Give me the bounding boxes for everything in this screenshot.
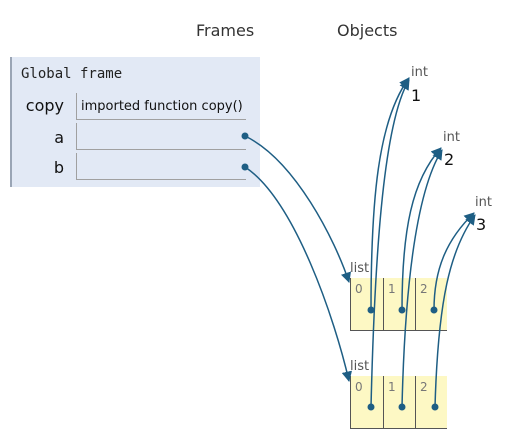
var-value-b <box>76 153 246 180</box>
arrow-a-to-list1 <box>244 135 351 283</box>
var-name-a: a <box>54 128 64 147</box>
pointer-dot <box>367 306 375 314</box>
pointer-dot <box>241 163 249 171</box>
frames-header: Frames <box>196 21 255 40</box>
list-cell: 2 <box>415 278 447 330</box>
list-index: 0 <box>355 380 363 394</box>
arrow-b-to-list2 <box>244 166 353 383</box>
var-value-a <box>76 123 246 150</box>
list-cell: 2 <box>415 376 447 428</box>
list-index: 0 <box>355 282 363 296</box>
arrow-list2-2-to-int3 <box>434 214 476 408</box>
pointer-dot <box>430 306 438 314</box>
list-index: 2 <box>420 282 428 296</box>
list-object-1: 0 1 2 <box>350 278 447 331</box>
list-cell: 1 <box>383 376 415 428</box>
list-object-2: 0 1 2 <box>350 376 447 429</box>
pointer-dot <box>398 403 406 411</box>
pointer-dot <box>398 306 406 314</box>
list-cell: 0 <box>351 278 383 330</box>
arrow-list1-1-to-int2 <box>401 147 442 311</box>
arrow-list2-1-to-int2 <box>401 149 443 408</box>
list-type-label: list <box>350 261 370 276</box>
pointer-dot <box>367 403 375 411</box>
arrow-list1-0-to-int1 <box>370 77 410 311</box>
int-type-label: int <box>475 195 492 210</box>
int-value-2: 2 <box>444 150 455 169</box>
list-index: 2 <box>420 380 428 394</box>
arrow-list1-2-to-int3 <box>433 212 475 311</box>
int-value-3: 3 <box>476 215 487 234</box>
objects-header: Objects <box>337 21 398 40</box>
pointer-dot <box>241 132 249 140</box>
list-index: 1 <box>388 380 396 394</box>
var-name-b: b <box>53 158 64 177</box>
arrow-list2-0-to-int1 <box>370 79 410 408</box>
list-type-label: list <box>350 359 370 374</box>
var-value-copy: imported function copy() <box>76 93 246 120</box>
int-type-label: int <box>411 65 428 80</box>
int-type-label: int <box>443 130 460 145</box>
global-frame: Global frame copy imported function copy… <box>10 57 260 187</box>
frame-title: Global frame <box>21 66 123 82</box>
list-index: 1 <box>388 282 396 296</box>
var-name-copy: copy <box>25 96 64 115</box>
pointer-dot <box>431 403 439 411</box>
int-value-1: 1 <box>411 86 422 105</box>
list-cell: 0 <box>351 376 383 428</box>
list-cell: 1 <box>383 278 415 330</box>
